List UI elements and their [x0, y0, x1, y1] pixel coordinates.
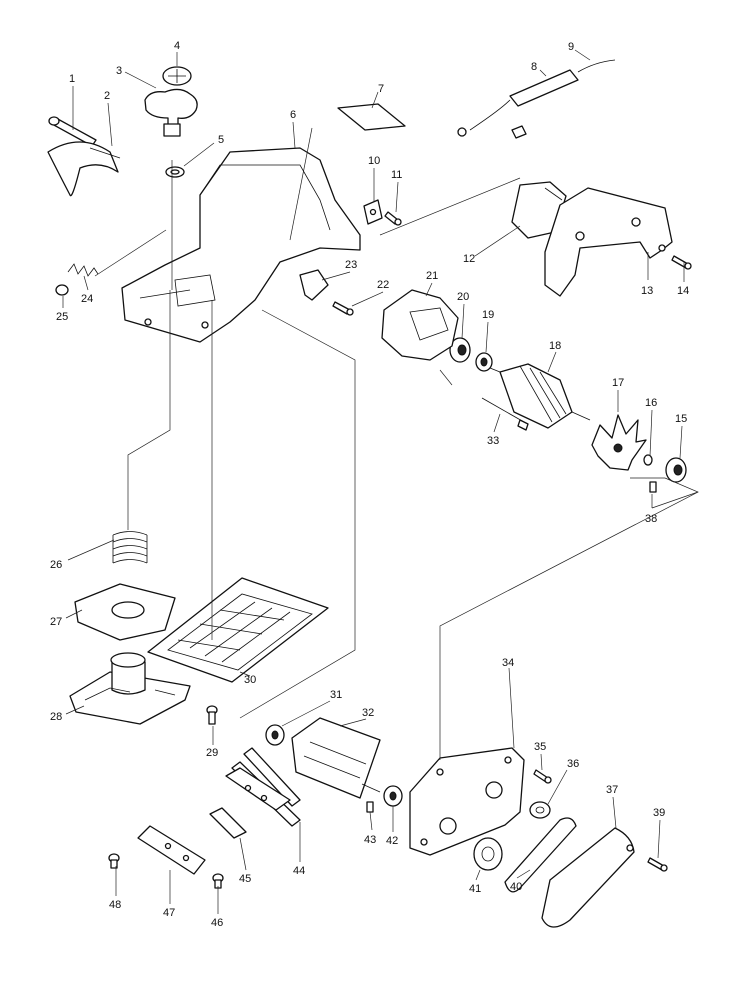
callout-21: 21 — [426, 270, 438, 282]
part-43-key — [366, 801, 374, 813]
callout-16: 16 — [645, 397, 657, 409]
part-6-housing — [121, 147, 361, 343]
callout-9: 9 — [568, 41, 574, 53]
callout-26: 26 — [50, 559, 62, 571]
part-23-baffle-plate — [299, 269, 329, 301]
part-7-label-plate — [337, 103, 406, 131]
callout-40: 40 — [510, 881, 522, 893]
part-22-screw — [332, 301, 354, 316]
part-25-screw — [55, 284, 69, 296]
callout-7: 7 — [378, 83, 384, 95]
part-10-cord-clip — [363, 199, 383, 225]
part-13-handle-cover — [544, 187, 673, 297]
part-35-screw — [533, 769, 552, 784]
part-11-screw — [384, 211, 402, 226]
part-29-screw — [206, 705, 218, 725]
callout-44: 44 — [293, 865, 305, 877]
part-4-knob-cap — [162, 66, 192, 86]
callout-28: 28 — [50, 711, 62, 723]
part-48-screw — [108, 853, 120, 869]
callout-45: 45 — [239, 873, 251, 885]
callout-37: 37 — [606, 784, 618, 796]
part-20-bearing — [449, 337, 471, 363]
callout-5: 5 — [218, 134, 224, 146]
callout-33: 33 — [487, 435, 499, 447]
part-31-bearing — [265, 724, 285, 746]
callout-23: 23 — [345, 259, 357, 271]
callout-48: 48 — [109, 899, 121, 911]
part-38-key — [649, 481, 657, 493]
part-18-armature — [489, 363, 591, 429]
callout-18: 18 — [549, 340, 561, 352]
callout-39: 39 — [653, 807, 665, 819]
callout-42: 42 — [386, 835, 398, 847]
part-36-small-pulley — [529, 801, 551, 819]
part-24-spring — [67, 263, 99, 277]
callout-43: 43 — [364, 834, 376, 846]
part-3-knob — [144, 88, 198, 137]
part-42-bearing — [383, 785, 403, 807]
part-17-fan — [591, 414, 647, 471]
callout-12: 12 — [463, 253, 475, 265]
part-5-washer — [165, 166, 185, 178]
callout-41: 41 — [469, 883, 481, 895]
part-40-drive-belt — [504, 817, 577, 893]
callout-2: 2 — [104, 90, 110, 102]
part-28-base-boss — [69, 652, 191, 725]
callout-25: 25 — [56, 311, 68, 323]
callout-11: 11 — [391, 169, 402, 181]
callout-19: 19 — [482, 309, 494, 321]
part-21-field — [381, 289, 459, 361]
callout-46: 46 — [211, 917, 223, 929]
callout-32: 32 — [362, 707, 374, 719]
callout-38: 38 — [645, 513, 657, 525]
callout-30: 30 — [244, 674, 256, 686]
callout-47: 47 — [163, 907, 175, 919]
part-47-blade — [137, 825, 206, 875]
part-37-belt-cover — [541, 827, 635, 928]
part-19-bearing — [475, 352, 493, 372]
callout-15: 15 — [675, 413, 687, 425]
callout-8: 8 — [531, 61, 537, 73]
part-15-bearing — [665, 457, 687, 483]
part-32-drum — [291, 717, 381, 799]
callout-29: 29 — [206, 747, 218, 759]
part-33-through-bolt — [481, 397, 529, 431]
part-39-screw — [647, 857, 668, 872]
part-8-cord-assembly — [457, 69, 579, 139]
part-27-plate — [74, 583, 176, 641]
part-45-blade-holder — [209, 767, 291, 839]
callout-labels: 1 2 3 4 5 6 7 8 9 10 11 12 13 14 15 16 1… — [50, 40, 689, 929]
callout-4: 4 — [174, 40, 180, 52]
callout-24: 24 — [81, 293, 93, 305]
callout-3: 3 — [116, 65, 122, 77]
part-2-chip-deflector — [47, 141, 121, 197]
callout-1: 1 — [69, 73, 75, 85]
callout-13: 13 — [641, 285, 653, 297]
part-26-compression-spring — [112, 531, 148, 564]
callout-20: 20 — [457, 291, 469, 303]
callout-22: 22 — [377, 279, 389, 291]
part-46-screw — [212, 873, 224, 889]
callout-6: 6 — [290, 109, 296, 121]
part-16-retaining-ring — [643, 454, 653, 466]
callout-10: 10 — [368, 155, 380, 167]
callout-34: 34 — [502, 657, 514, 669]
part-34-cover-plate — [409, 747, 525, 856]
callout-leaders — [62, 49, 699, 914]
callout-31: 31 — [330, 689, 342, 701]
callout-35: 35 — [534, 741, 546, 753]
part-1-screw — [48, 116, 97, 147]
callout-36: 36 — [567, 758, 579, 770]
callout-14: 14 — [677, 285, 689, 297]
part-30-front-base — [147, 577, 329, 683]
callout-27: 27 — [50, 616, 62, 628]
part-41-large-pulley — [473, 837, 503, 871]
part-14-screw — [671, 255, 692, 270]
callout-17: 17 — [612, 377, 624, 389]
part-9-power-cord — [577, 59, 616, 73]
